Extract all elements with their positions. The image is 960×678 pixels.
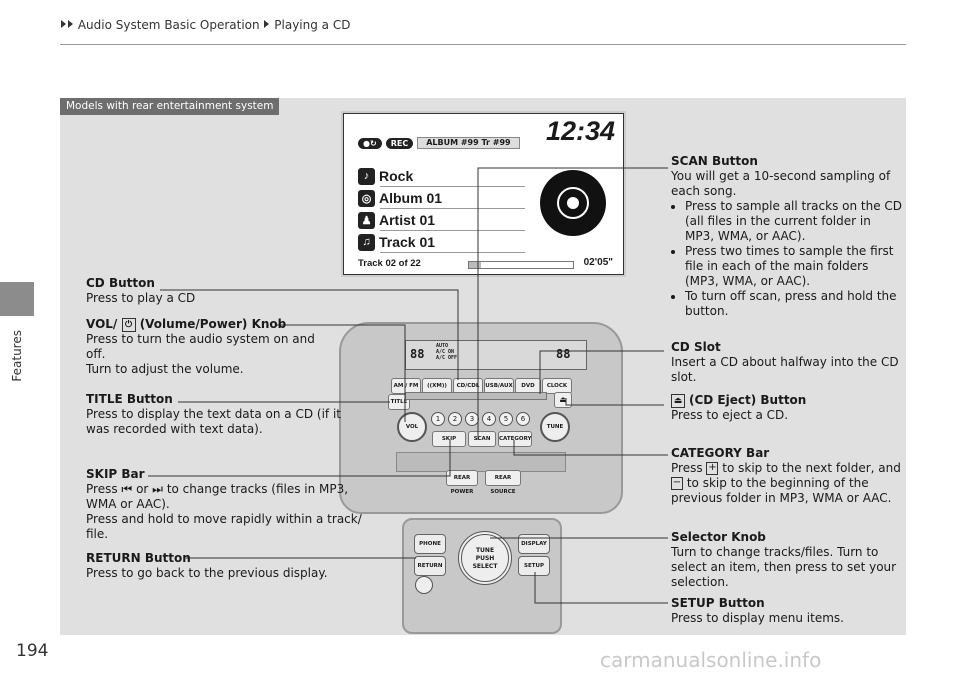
preset-5-button[interactable]: 5 [499, 412, 513, 426]
preset-3-button[interactable]: 3 [465, 412, 479, 426]
progress-bar [468, 261, 574, 269]
skip-bar[interactable]: SKIP [432, 431, 466, 447]
preset-2-button[interactable]: 2 [448, 412, 462, 426]
selector-knob[interactable]: TUNE PUSH SELECT [458, 531, 512, 585]
cd-slot[interactable] [405, 392, 547, 400]
tune-knob[interactable]: TUNE [540, 412, 570, 442]
screen-row-album: ◎Album 01 [358, 188, 442, 208]
disc-status-icon: ●↻ [358, 137, 382, 149]
rear-power-button[interactable]: REAR POWER [446, 470, 478, 495]
phone-button[interactable]: PHONE [414, 534, 446, 554]
power-icon: ⏻ [121, 317, 136, 332]
breadcrumb-arrow-icon [61, 20, 66, 28]
callout-title: TITLE Button Press to display the text d… [86, 392, 341, 436]
artist-icon: ♟ [358, 211, 375, 229]
lcd-climate: AUTO A/C ON A/C OFF [436, 343, 458, 361]
callout-eject: ⏏(CD Eject) Button Press to eject a CD. [671, 393, 807, 422]
row-divider [380, 230, 525, 231]
callout-category: CATEGORY Bar Press + to skip to the next… [671, 446, 901, 505]
lcd-right-digits: 88 [556, 347, 571, 361]
callout-cd-button: CD Button Press to play a CD [86, 276, 196, 305]
header-divider [60, 44, 906, 45]
album-icon: ◎ [358, 189, 375, 207]
scan-button[interactable]: SCAN [468, 431, 496, 447]
callout-vol: VOL/ ⏻ (Volume/Power) Knob Press to turn… [86, 317, 315, 376]
vol-knob[interactable]: VOL [397, 412, 427, 442]
eject-icon: ⏏ [671, 393, 685, 408]
screen-row-track: ♫Track 01 [358, 232, 435, 252]
breadcrumb-item-playing-cd[interactable]: Playing a CD [274, 18, 351, 32]
screen-row-genre: ♪Rock [358, 166, 413, 186]
eject-button[interactable]: ⏏ [554, 392, 572, 408]
watermark: carmanualsonline.info [600, 648, 822, 672]
guitar-icon: ♪ [358, 167, 375, 185]
page-number: 194 [16, 641, 49, 661]
callout-selector: Selector Knob Turn to change tracks/file… [671, 530, 897, 589]
preset-4-button[interactable]: 4 [482, 412, 496, 426]
breadcrumb: Audio System Basic Operation Playing a C… [60, 18, 350, 32]
skip-forward-icon: ⏭ [152, 482, 163, 496]
side-label: Features [10, 330, 24, 382]
minus-icon: − [671, 477, 683, 490]
row-divider [380, 186, 525, 187]
fan-icon [415, 576, 433, 594]
rear-source-button[interactable]: REAR SOURCE [485, 470, 521, 495]
screen-row-artist: ♟Artist 01 [358, 210, 435, 230]
elapsed-time: 02'05" [583, 257, 613, 268]
lower-bar [396, 452, 566, 472]
display-screen: 12:34 ●↻ REC ALBUM #99 Tr #99 ♪Rock ◎Alb… [343, 113, 624, 275]
rec-badge: REC [385, 137, 414, 149]
cd-disc-icon [540, 170, 606, 236]
callout-skip: SKIP Bar Press ⏮ or ⏭ to change tracks (… [86, 467, 362, 541]
clock: 12:34 [545, 116, 615, 146]
note-icon: ♫ [358, 233, 375, 251]
breadcrumb-arrow-icon [264, 20, 270, 28]
breadcrumb-item-audio[interactable]: Audio System Basic Operation [77, 18, 260, 32]
breadcrumb-arrow-icon [68, 20, 73, 28]
preset-6-button[interactable]: 6 [516, 412, 530, 426]
section-tab [0, 282, 34, 316]
display-button[interactable]: DISPLAY [518, 534, 550, 554]
track-count: Track 02 of 22 [358, 258, 421, 269]
setup-button[interactable]: SETUP [518, 556, 550, 576]
callout-setup: SETUP Button Press to display menu items… [671, 596, 844, 625]
row-divider [380, 208, 525, 209]
status-row: ●↻ REC ALBUM #99 Tr #99 [358, 137, 520, 149]
return-button[interactable]: RETURN [414, 556, 446, 576]
lcd-panel: 88 AUTO A/C ON A/C OFF 88 [405, 340, 587, 370]
preset-1-button[interactable]: 1 [431, 412, 445, 426]
callout-scan: SCAN Button You will get a 10-second sam… [671, 154, 903, 319]
category-bar[interactable]: CATEGORY [498, 431, 532, 447]
album-strip: ALBUM #99 Tr #99 [417, 137, 520, 149]
plus-icon: + [706, 462, 719, 475]
callout-cd-slot: CD Slot Insert a CD about halfway into t… [671, 340, 899, 384]
lcd-left-digits: 88 [410, 347, 425, 361]
row-divider [380, 252, 525, 253]
progress-fill [469, 262, 482, 268]
panel-tag: Models with rear entertainment system [60, 98, 280, 115]
callout-return: RETURN Button Press to go back to the pr… [86, 551, 328, 580]
skip-back-icon: ⏮ [121, 482, 133, 496]
